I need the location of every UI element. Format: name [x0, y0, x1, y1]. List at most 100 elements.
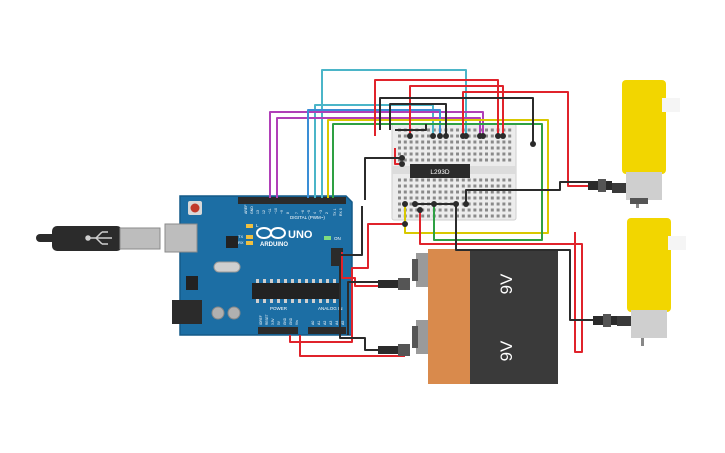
breadboard-hole[interactable]: [444, 208, 448, 212]
breadboard-hole[interactable]: [490, 184, 494, 188]
breadboard-hole[interactable]: [485, 178, 488, 182]
breadboard-hole[interactable]: [502, 152, 506, 156]
breadboard-hole[interactable]: [409, 184, 413, 188]
breadboard-hole[interactable]: [502, 184, 506, 188]
breadboard-hole[interactable]: [502, 202, 506, 206]
breadboard-hole[interactable]: [450, 178, 454, 182]
breadboard-hole[interactable]: [432, 184, 436, 188]
breadboard-hole[interactable]: [409, 178, 413, 182]
breadboard-hole[interactable]: [485, 208, 488, 212]
breadboard-hole[interactable]: [409, 214, 413, 218]
breadboard-hole[interactable]: [432, 158, 436, 162]
breadboard-hole[interactable]: [473, 152, 477, 156]
breadboard-hole[interactable]: [403, 146, 407, 150]
breadboard-hole[interactable]: [496, 202, 500, 206]
breadboard-hole[interactable]: [508, 152, 512, 156]
breadboard-hole[interactable]: [456, 134, 459, 138]
breadboard-hole[interactable]: [490, 190, 494, 194]
breadboard-hole[interactable]: [421, 184, 425, 188]
breadboard-hole[interactable]: [438, 208, 442, 212]
breadboard-hole[interactable]: [415, 152, 419, 156]
breadboard-hole[interactable]: [456, 140, 459, 144]
breadboard-hole[interactable]: [456, 214, 459, 218]
breadboard-hole[interactable]: [490, 146, 494, 150]
breadboard-hole[interactable]: [502, 178, 506, 182]
breadboard-hole[interactable]: [467, 152, 471, 156]
breadboard-hole[interactable]: [502, 146, 506, 150]
breadboard-hole[interactable]: [461, 208, 465, 212]
breadboard-hole[interactable]: [450, 214, 454, 218]
breadboard-hole[interactable]: [496, 140, 500, 144]
breadboard-hole[interactable]: [473, 184, 477, 188]
breadboard-hole[interactable]: [398, 208, 401, 212]
breadboard-hole[interactable]: [467, 146, 471, 150]
arduino-uno-board[interactable]: ARDUINO UNO DIGITAL (PWM~) ANALOG IN POW…: [164, 195, 353, 336]
breadboard-hole[interactable]: [398, 196, 401, 200]
breadboard-hole[interactable]: [450, 152, 454, 156]
breadboard-hole[interactable]: [444, 158, 448, 162]
breadboard-hole[interactable]: [456, 146, 459, 150]
breadboard-hole[interactable]: [496, 214, 500, 218]
breadboard-hole[interactable]: [479, 178, 483, 182]
breadboard-hole[interactable]: [485, 134, 488, 138]
breadboard-hole[interactable]: [421, 214, 425, 218]
breadboard-hole[interactable]: [490, 214, 494, 218]
breadboard-hole[interactable]: [508, 184, 512, 188]
breadboard-hole[interactable]: [438, 178, 442, 182]
breadboard-hole[interactable]: [508, 202, 512, 206]
breadboard-hole[interactable]: [485, 196, 488, 200]
breadboard-hole[interactable]: [490, 208, 494, 212]
breadboard-hole[interactable]: [473, 140, 477, 144]
breadboard-hole[interactable]: [473, 196, 477, 200]
breadboard-hole[interactable]: [427, 152, 430, 156]
breadboard-hole[interactable]: [427, 158, 430, 162]
breadboard-hole[interactable]: [467, 196, 471, 200]
breadboard-hole[interactable]: [496, 158, 500, 162]
breadboard-hole[interactable]: [485, 202, 488, 206]
breadboard-hole[interactable]: [415, 190, 419, 194]
breadboard-hole[interactable]: [403, 152, 407, 156]
breadboard-hole[interactable]: [398, 214, 401, 218]
breadboard-hole[interactable]: [508, 134, 512, 138]
breadboard-hole[interactable]: [479, 140, 483, 144]
breadboard-hole[interactable]: [496, 184, 500, 188]
breadboard-hole[interactable]: [490, 128, 494, 132]
breadboard-hole[interactable]: [432, 196, 436, 200]
breadboard-hole[interactable]: [502, 208, 506, 212]
breadboard-hole[interactable]: [508, 208, 512, 212]
breadboard-hole[interactable]: [444, 184, 448, 188]
breadboard-hole[interactable]: [467, 214, 471, 218]
breadboard-hole[interactable]: [444, 190, 448, 194]
breadboard-hole[interactable]: [415, 158, 419, 162]
breadboard-hole[interactable]: [403, 134, 407, 138]
breadboard-hole[interactable]: [427, 190, 430, 194]
breadboard-hole[interactable]: [415, 178, 419, 182]
breadboard-hole[interactable]: [432, 140, 436, 144]
breadboard-hole[interactable]: [415, 134, 419, 138]
breadboard-hole[interactable]: [427, 208, 430, 212]
breadboard-hole[interactable]: [432, 190, 436, 194]
breadboard-hole[interactable]: [473, 128, 477, 132]
breadboard-hole[interactable]: [490, 178, 494, 182]
breadboard-hole[interactable]: [444, 152, 448, 156]
breadboard-hole[interactable]: [485, 128, 488, 132]
breadboard-hole[interactable]: [485, 146, 488, 150]
breadboard-hole[interactable]: [432, 152, 436, 156]
breadboard-hole[interactable]: [473, 158, 477, 162]
reset-button[interactable]: [188, 201, 202, 215]
breadboard-hole[interactable]: [508, 214, 512, 218]
breadboard-hole[interactable]: [427, 184, 430, 188]
breadboard-hole[interactable]: [403, 158, 407, 162]
breadboard-hole[interactable]: [398, 178, 401, 182]
breadboard-hole[interactable]: [456, 178, 459, 182]
breadboard-hole[interactable]: [508, 178, 512, 182]
breadboard-hole[interactable]: [479, 208, 483, 212]
breadboard-hole[interactable]: [473, 178, 477, 182]
usb-cable[interactable]: [36, 226, 161, 251]
breadboard-hole[interactable]: [421, 196, 425, 200]
breadboard-hole[interactable]: [490, 152, 494, 156]
breadboard-hole[interactable]: [461, 190, 465, 194]
breadboard-hole[interactable]: [496, 196, 500, 200]
breadboard-hole[interactable]: [502, 214, 506, 218]
breadboard-hole[interactable]: [450, 134, 454, 138]
